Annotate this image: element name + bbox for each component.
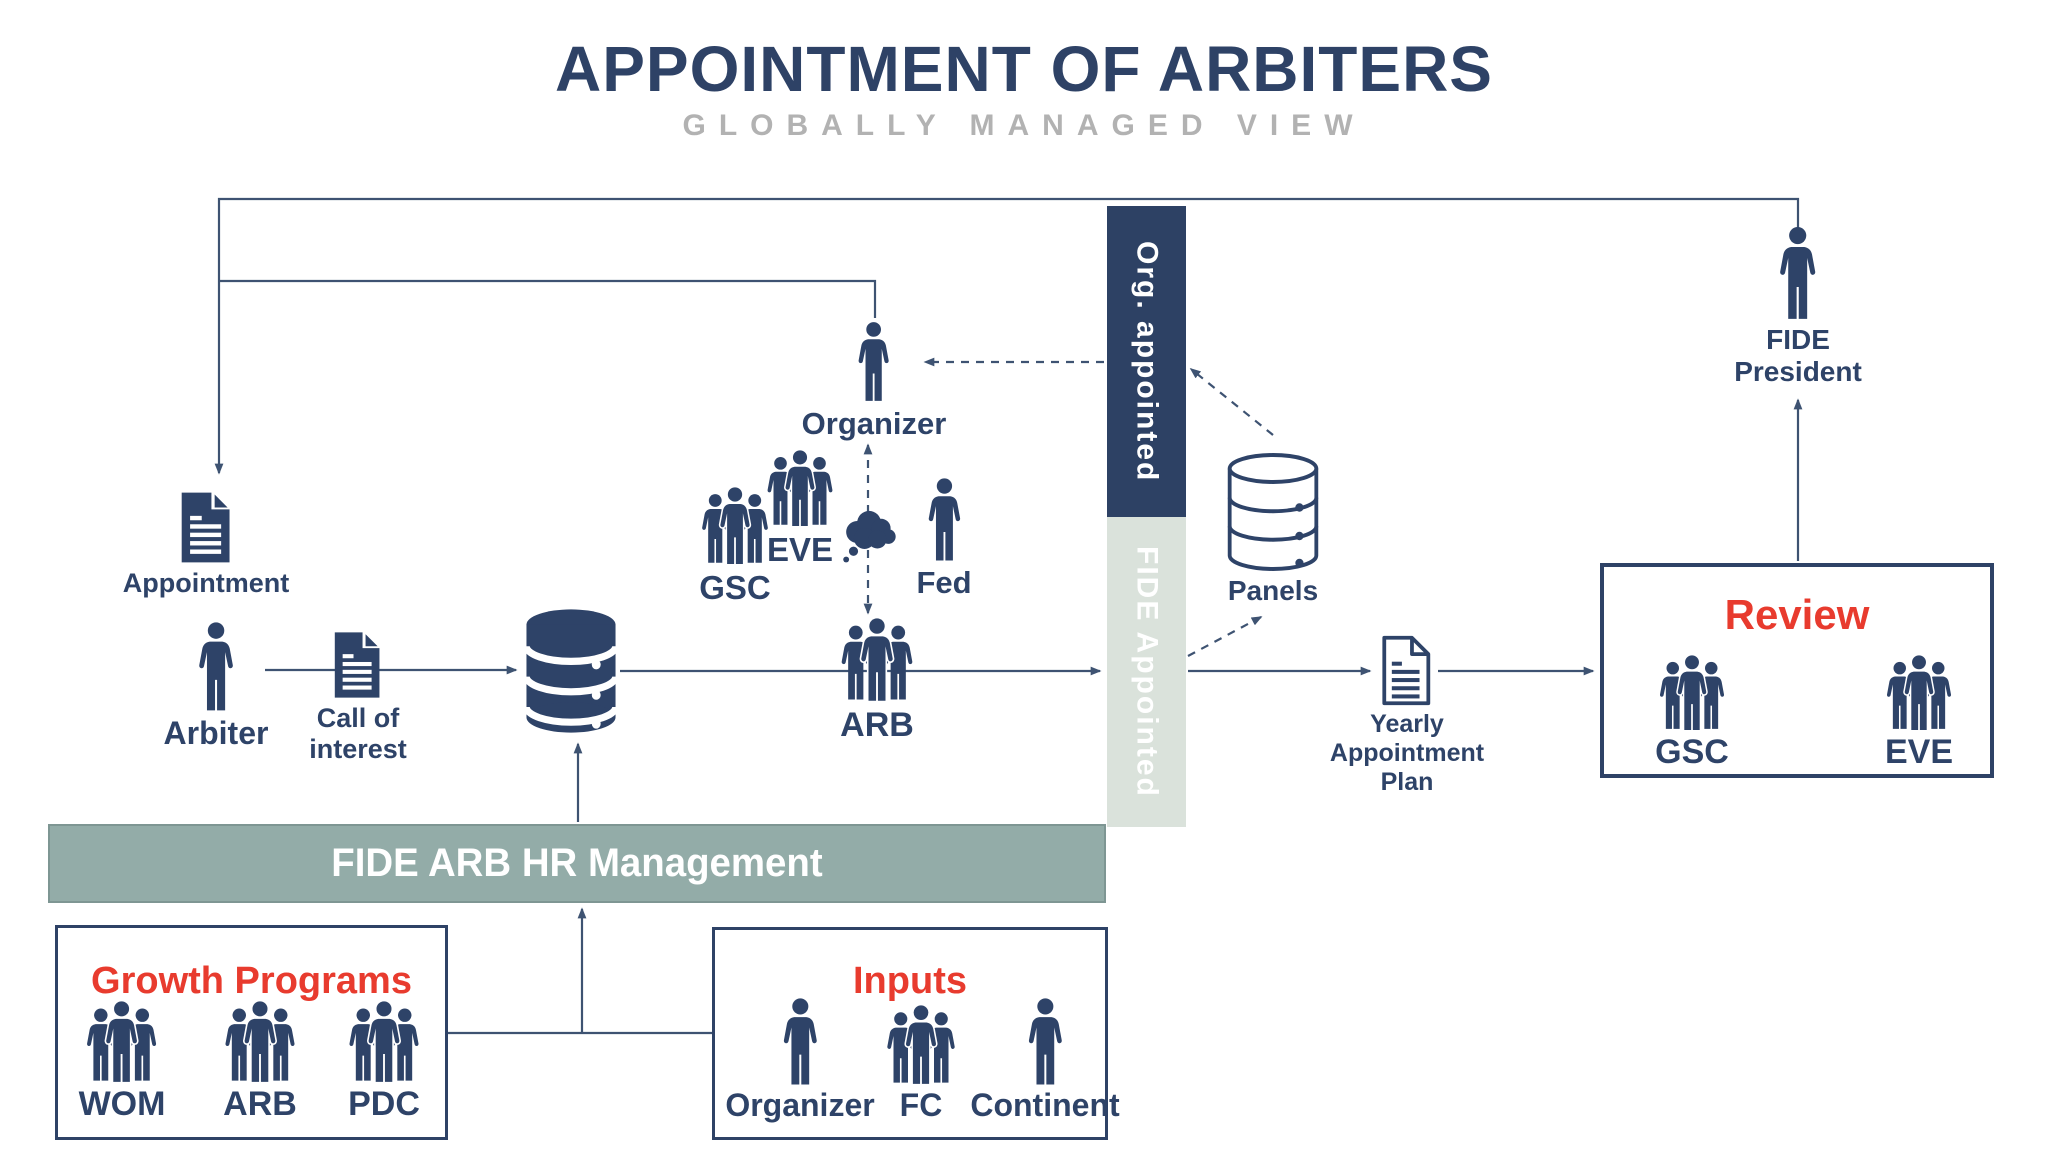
- person-icon: [777, 998, 823, 1086]
- review-gsc-label: GSC: [1655, 733, 1729, 771]
- panels-label: Panels: [1227, 575, 1319, 606]
- fide-appointed-bar: FIDE Appointed: [1107, 517, 1186, 827]
- arrow-president-to-appointment: [214, 197, 1800, 475]
- review-eve-group: EVE: [1881, 655, 1957, 771]
- growth-programs-box: Growth Programs WOM ARB PDC: [55, 925, 448, 1140]
- node-decision-cloud: [837, 509, 903, 566]
- people-group-icon: [81, 1001, 163, 1084]
- people-group-icon: [219, 1001, 301, 1084]
- document-icon: [329, 630, 386, 700]
- review-box: Review GSC EVE: [1600, 563, 1994, 778]
- review-eve-label: EVE: [1884, 733, 1954, 771]
- document-outline-icon: [1378, 634, 1436, 707]
- inputs-organizer-label: Organizer: [725, 1086, 875, 1123]
- cloud-icon: [837, 509, 903, 566]
- inputs-organizer: Organizer: [725, 998, 875, 1123]
- people-group-icon: [881, 1005, 961, 1086]
- growth-pdc-group: PDC: [343, 1001, 425, 1123]
- growth-programs-title: Growth Programs: [91, 960, 412, 1002]
- appointment-label: Appointment: [122, 568, 290, 598]
- inputs-fc-label: FC: [899, 1086, 943, 1123]
- database-icon: [524, 607, 619, 735]
- people-group-icon: [1654, 655, 1730, 732]
- person-icon: [1022, 998, 1068, 1086]
- inputs-title: Inputs: [853, 960, 967, 1002]
- line-organizer-to-appointment: [219, 279, 877, 318]
- review-title: Review: [1724, 591, 1870, 638]
- inputs-box: Inputs Organizer FC Continent: [712, 927, 1120, 1140]
- node-panels: Panels: [1226, 452, 1320, 607]
- organizer-label: Organizer: [801, 406, 947, 441]
- hr-management-label: FIDE ARB HR Management: [331, 841, 823, 885]
- node-eve-group: EVE: [762, 450, 839, 569]
- people-group-icon: [343, 1001, 425, 1084]
- node-main-database: [524, 607, 619, 735]
- document-icon: [175, 490, 236, 565]
- eve-label: EVE: [766, 531, 834, 568]
- node-gsc-group: GSC: [696, 487, 774, 607]
- growth-wom-group: WOM: [78, 1001, 166, 1123]
- org-appointed-bar: Org. appointed: [1107, 206, 1186, 517]
- database-outline-icon: [1226, 452, 1320, 572]
- person-icon: [922, 478, 966, 562]
- people-group-icon: [1881, 655, 1957, 732]
- header: APPOINTMENT OF ARBITERS GLOBALLY MANAGED…: [0, 33, 2048, 143]
- dashed-arrow-fide-appointed-to-panels: [1187, 616, 1263, 657]
- people-group-icon: [836, 618, 918, 703]
- people-group-icon: [696, 487, 774, 566]
- growth-pdc-label: PDC: [348, 1084, 420, 1123]
- fide-appointed-label: FIDE Appointed: [1130, 546, 1164, 798]
- node-organizer: Organizer: [801, 321, 947, 442]
- node-arb-group: ARB: [836, 618, 918, 745]
- inputs-continent-label: Continent: [970, 1086, 1120, 1123]
- arb-label: ARB: [840, 706, 914, 744]
- page-subtitle: GLOBALLY MANAGED VIEW: [682, 109, 1366, 143]
- org-appointed-label: Org. appointed: [1130, 240, 1164, 483]
- hr-management-bar: FIDE ARB HR Management: [48, 824, 1106, 903]
- node-arbiter: Arbiter: [163, 622, 269, 752]
- growth-arb-label: ARB: [223, 1084, 297, 1123]
- arbiter-label: Arbiter: [163, 715, 269, 751]
- growth-wom-label: WOM: [78, 1084, 166, 1123]
- inputs-continent: Continent: [970, 998, 1120, 1123]
- gsc-label: GSC: [699, 569, 771, 606]
- growth-arb-group: ARB: [219, 1001, 301, 1123]
- person-icon: [193, 622, 240, 712]
- review-gsc-group: GSC: [1654, 655, 1730, 771]
- fed-label: Fed: [916, 565, 972, 600]
- dashed-arrow-panels-to-org-appointed: [1189, 367, 1274, 436]
- inputs-fc-group: FC: [881, 1005, 961, 1123]
- node-fed: Fed: [916, 478, 972, 601]
- person-icon: [853, 321, 895, 403]
- page-title: APPOINTMENT OF ARBITERS: [555, 33, 1493, 105]
- node-appointment: Appointment: [123, 490, 289, 599]
- person-icon: [1773, 226, 1822, 321]
